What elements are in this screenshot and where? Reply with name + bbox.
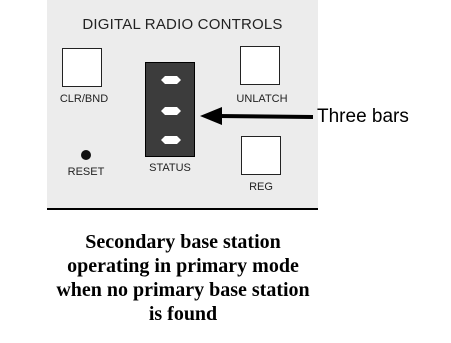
callout-arrow-head-icon	[200, 107, 222, 125]
caption-line: Secondary base station	[85, 231, 281, 253]
status-bars	[161, 76, 181, 144]
caption-line: operating in primary mode	[67, 255, 299, 277]
panel-title: DIGITAL RADIO CONTROLS	[82, 16, 283, 33]
reset-button[interactable]	[81, 150, 91, 160]
reg-button[interactable]	[241, 136, 281, 175]
status-indicator	[145, 62, 195, 157]
unlatch-button[interactable]	[240, 46, 280, 85]
status-bar-bottom	[161, 136, 181, 144]
callout-text: Three bars	[317, 106, 409, 127]
status-label: STATUS	[149, 162, 191, 174]
status-bar-middle	[161, 107, 181, 115]
callout-arrow-shaft	[217, 114, 314, 119]
unlatch-label: UNLATCH	[236, 93, 288, 105]
caption: Secondary base station operating in prim…	[0, 230, 366, 326]
clr-bnd-label: CLR/BND	[59, 93, 109, 105]
reset-label: RESET	[67, 166, 105, 178]
caption-line: when no primary base station	[56, 279, 310, 301]
reg-label: REG	[249, 181, 273, 193]
clr-bnd-button[interactable]	[62, 48, 102, 87]
status-bar-top	[161, 76, 181, 84]
caption-line: is found	[148, 303, 218, 325]
